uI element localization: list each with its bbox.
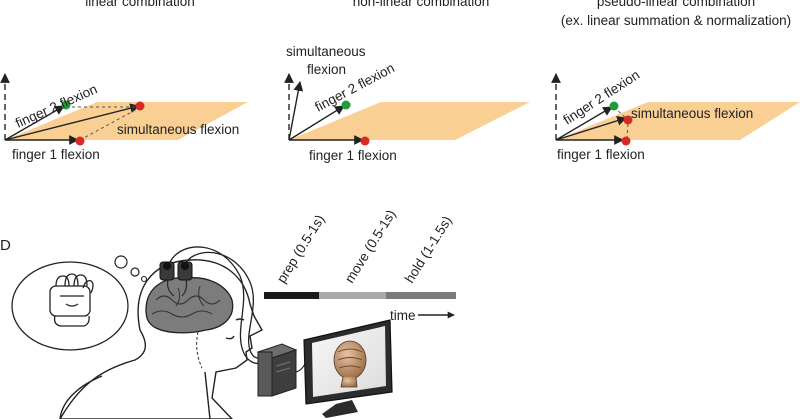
finger1-label: finger 1 flexion bbox=[12, 147, 100, 162]
brain-icon bbox=[145, 277, 234, 369]
guide-line bbox=[626, 121, 629, 140]
panel-letter: D bbox=[0, 237, 11, 254]
panel-title-line2: (ex. linear summation & normalization) bbox=[561, 13, 791, 28]
hold-phase-label: hold (1-1.5s) bbox=[402, 213, 455, 285]
prep-phase-bar bbox=[264, 292, 319, 299]
move-phase-bar bbox=[319, 292, 386, 299]
panel-title-line1: pseudo-linear combination bbox=[597, 0, 755, 9]
hold-phase-bar bbox=[386, 292, 456, 299]
simultaneous-label: simultaneous flexion bbox=[631, 106, 753, 121]
simultaneous-label-line1: simultaneous bbox=[286, 44, 366, 59]
finger1-dot bbox=[621, 136, 631, 146]
finger2-dot bbox=[61, 100, 71, 110]
panel-title: linear combination bbox=[85, 0, 195, 9]
finger1-label: finger 1 flexion bbox=[309, 148, 397, 163]
time-axis-label: time bbox=[390, 308, 416, 323]
simultaneous-label-line2: flexion bbox=[307, 62, 346, 77]
finger1-label: finger 1 flexion bbox=[557, 147, 645, 162]
hand-sketch-icon bbox=[49, 273, 94, 327]
panel-pseudo-linear: pseudo-linear combination (ex. linear su… bbox=[551, 0, 800, 162]
finger2-dot bbox=[609, 101, 619, 111]
finger2-vector bbox=[555, 106, 613, 141]
simultaneous-dot bbox=[135, 101, 145, 111]
finger1-dot bbox=[360, 136, 370, 146]
simultaneous-dot bbox=[623, 115, 633, 125]
computer-tower-icon bbox=[256, 343, 298, 397]
fist-hand-icon bbox=[333, 340, 367, 388]
simultaneous-vector bbox=[288, 81, 304, 141]
simultaneous-vector bbox=[4, 103, 140, 141]
simultaneous-label: simultaneous flexion bbox=[117, 122, 239, 137]
prep-phase-label: prep (0.5-1s) bbox=[274, 212, 328, 286]
thought-bubble bbox=[11, 255, 148, 351]
finger2-vector bbox=[4, 105, 65, 141]
panel-non-linear: non-linear combination simultaneous flex… bbox=[284, 0, 530, 163]
panel-linear: linear combination finger 2 flexion simu… bbox=[0, 0, 248, 162]
vector-plane bbox=[5, 102, 248, 140]
finger2-dot bbox=[341, 100, 351, 110]
electrode-pedestals bbox=[159, 261, 193, 297]
monitor-icon bbox=[303, 319, 393, 418]
vector-plane bbox=[289, 102, 530, 140]
cable bbox=[169, 246, 265, 365]
vector-plane bbox=[556, 102, 800, 140]
finger1-dot bbox=[75, 136, 85, 146]
guide-line bbox=[79, 107, 140, 141]
panel-title: non-linear combination bbox=[353, 0, 490, 9]
move-phase-label: move (0.5-1s) bbox=[342, 207, 399, 286]
cable bbox=[185, 251, 269, 359]
finger2-vector bbox=[288, 105, 345, 141]
trial-timeline: prep (0.5-1s) move (0.5-1s) hold (1-1.5s… bbox=[264, 207, 456, 323]
simultaneous-vector bbox=[555, 115, 627, 141]
